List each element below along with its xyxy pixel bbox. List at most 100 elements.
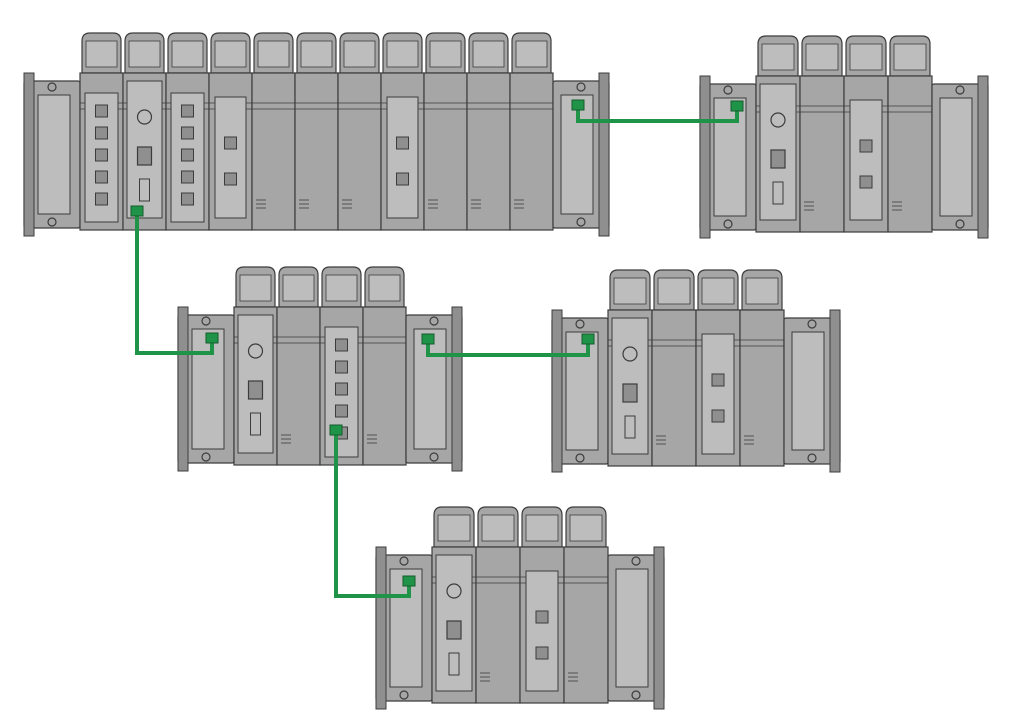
bus-module-module-slot <box>79 32 124 231</box>
racks-layer <box>23 32 989 710</box>
rack-middle-right <box>551 269 841 473</box>
blank-module-slot <box>509 32 554 231</box>
right-end-cap <box>931 75 989 239</box>
blank-module-slot <box>362 266 407 466</box>
mounting-screw-icon <box>576 217 586 227</box>
terminal-connector-icon <box>448 652 460 676</box>
ethernet-port-icon <box>396 172 409 186</box>
status-led-icon <box>136 109 153 125</box>
blank-module-slot <box>423 32 468 231</box>
io-module-module-slot <box>843 35 889 233</box>
ethernet-port-icon <box>711 373 725 387</box>
mounting-screw-icon <box>47 217 57 227</box>
power-switch-icon <box>622 383 638 403</box>
right-end-cap <box>405 306 463 472</box>
mounting-screw-icon <box>399 556 409 566</box>
cable-plug-icon <box>421 333 435 345</box>
mounting-screw-icon <box>807 453 817 463</box>
ethernet-port-icon <box>95 192 108 206</box>
ethernet-port-icon <box>224 136 237 150</box>
left-end-cap <box>23 72 81 237</box>
cable-plug-icon <box>581 333 595 345</box>
left-end-cap <box>375 546 433 710</box>
power-switch-icon <box>770 149 786 169</box>
mounting-screw-icon <box>201 452 211 462</box>
mounting-screw-icon <box>631 690 641 700</box>
adapter-module-slot <box>431 506 477 704</box>
right-end-cap <box>783 309 841 473</box>
comm-module-module-slot <box>208 32 253 231</box>
power-switch-icon <box>136 146 153 166</box>
blank-module-slot <box>466 32 511 231</box>
mounting-screw-icon <box>429 452 439 462</box>
blank-module-slot <box>337 32 382 231</box>
ethernet-port-icon <box>95 170 108 184</box>
blank-module-slot <box>276 266 321 466</box>
left-end-cap <box>177 306 235 472</box>
ethernet-port-icon <box>335 338 348 352</box>
ethernet-module-module-slot <box>165 32 210 231</box>
adapter-module-slot <box>755 35 801 233</box>
blank-module-slot <box>475 506 521 704</box>
blank-module-slot <box>563 506 609 704</box>
terminal-connector-icon <box>250 412 261 436</box>
mounting-screw-icon <box>201 316 211 326</box>
ethernet-port-icon <box>335 404 348 418</box>
ethernet-port-icon <box>95 126 108 140</box>
cable-plug-icon <box>130 205 144 217</box>
cable-plug-icon <box>730 100 744 112</box>
ethernet-port-icon <box>181 192 194 206</box>
adapter-module-slot <box>607 269 653 467</box>
rack-top-right <box>699 35 989 239</box>
ethernet-port-icon <box>535 610 549 624</box>
ethernet-port-icon <box>859 139 873 153</box>
mounting-screw-icon <box>47 82 57 92</box>
blank-module-slot <box>651 269 697 467</box>
left-end-cap <box>551 309 609 473</box>
ethernet-port-icon <box>224 172 237 186</box>
blank-module-slot <box>799 35 845 233</box>
link-middle-left-to-bottom <box>334 431 411 598</box>
mounting-screw-icon <box>429 316 439 326</box>
rack-bottom <box>375 506 665 710</box>
cable-plug-icon <box>329 424 343 436</box>
io-module-module-slot <box>695 269 741 467</box>
power-switch-icon <box>247 380 264 400</box>
status-led-icon <box>446 583 462 599</box>
cable-plug-icon <box>402 575 416 587</box>
right-end-cap <box>607 546 665 710</box>
power-switch-icon <box>446 620 462 640</box>
mounting-screw-icon <box>955 85 965 95</box>
cpu-module-slot <box>122 32 167 231</box>
mounting-screw-icon <box>955 219 965 229</box>
ethernet-port-icon <box>335 360 348 374</box>
ethernet-port-icon <box>181 148 194 162</box>
status-led-icon <box>247 343 264 359</box>
network-links-layer <box>130 99 744 598</box>
terminal-connector-icon <box>139 178 150 202</box>
blank-module-slot <box>251 32 296 231</box>
mounting-screw-icon <box>575 319 585 329</box>
rack-main <box>23 32 610 237</box>
ethernet-port-icon <box>181 104 194 118</box>
io-module-module-slot <box>519 506 565 704</box>
blank-module-slot <box>739 269 785 467</box>
right-end-cap <box>552 72 610 237</box>
ethernet-port-icon <box>95 148 108 162</box>
terminal-connector-icon <box>772 181 784 205</box>
ethernet-port-icon <box>181 170 194 184</box>
ethernet-port-icon <box>859 175 873 189</box>
blank-module-slot <box>887 35 933 233</box>
link-middle-left-to-middle-right <box>426 340 590 357</box>
io-module-module-slot <box>380 32 425 231</box>
rack-middle-left <box>177 266 463 472</box>
cable-plug-icon <box>205 332 219 344</box>
ethernet-port-icon <box>181 126 194 140</box>
link-main-to-middle-left <box>135 212 214 355</box>
status-led-icon <box>770 112 786 128</box>
ethernet-port-icon <box>396 136 409 150</box>
mounting-screw-icon <box>807 319 817 329</box>
left-end-cap <box>699 75 757 239</box>
terminal-connector-icon <box>624 415 636 439</box>
